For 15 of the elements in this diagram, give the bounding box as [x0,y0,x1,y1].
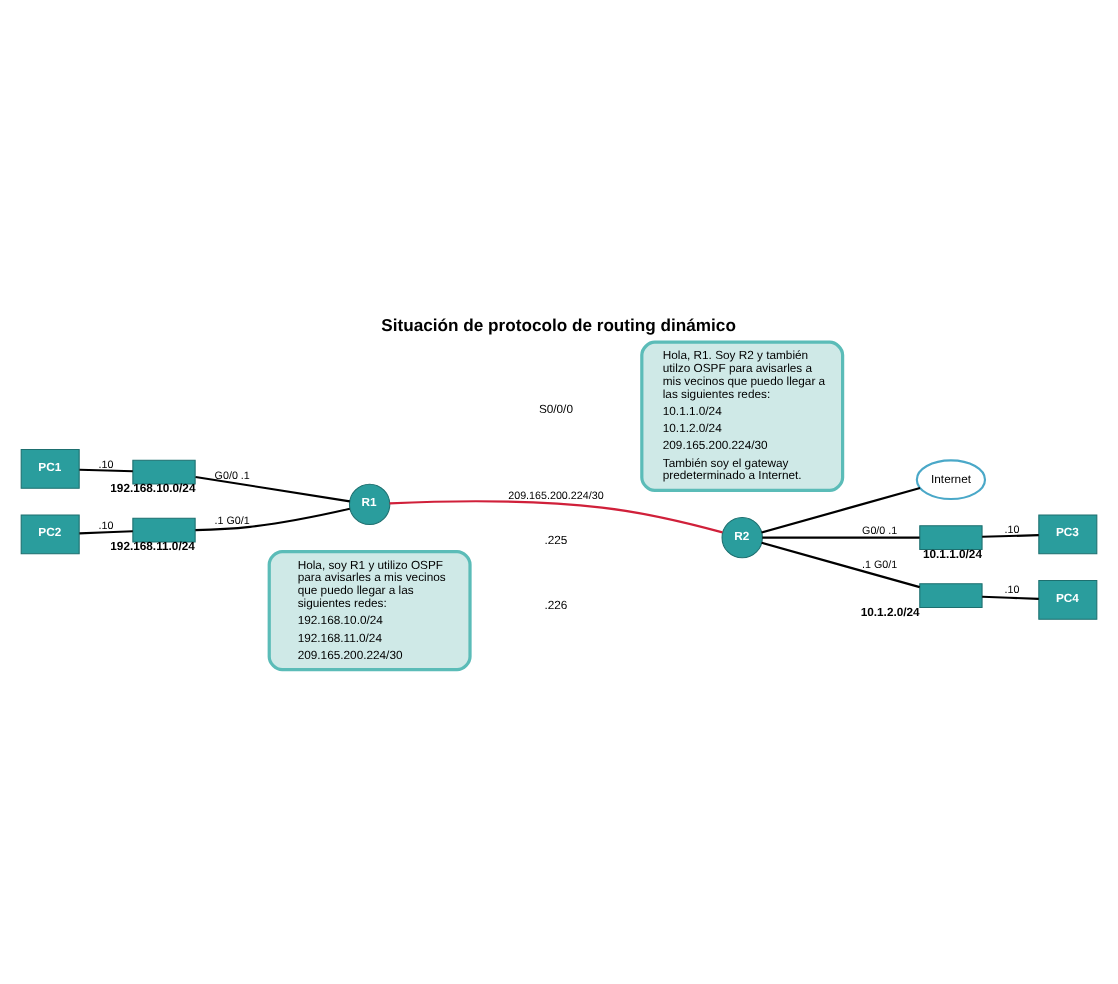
connector [195,507,351,532]
connector [389,500,723,534]
connector [982,595,1039,600]
connector [761,541,920,589]
connector [761,487,921,534]
node-box [132,517,196,543]
node-box [132,459,196,485]
connector [79,468,133,473]
node-box [919,525,983,550]
node-box [919,583,983,608]
connector [79,530,133,535]
connector [762,536,920,539]
connector [982,534,1039,538]
connector [195,475,350,503]
diagram-title: Situación de protocolo de routing dinámico [381,315,736,336]
